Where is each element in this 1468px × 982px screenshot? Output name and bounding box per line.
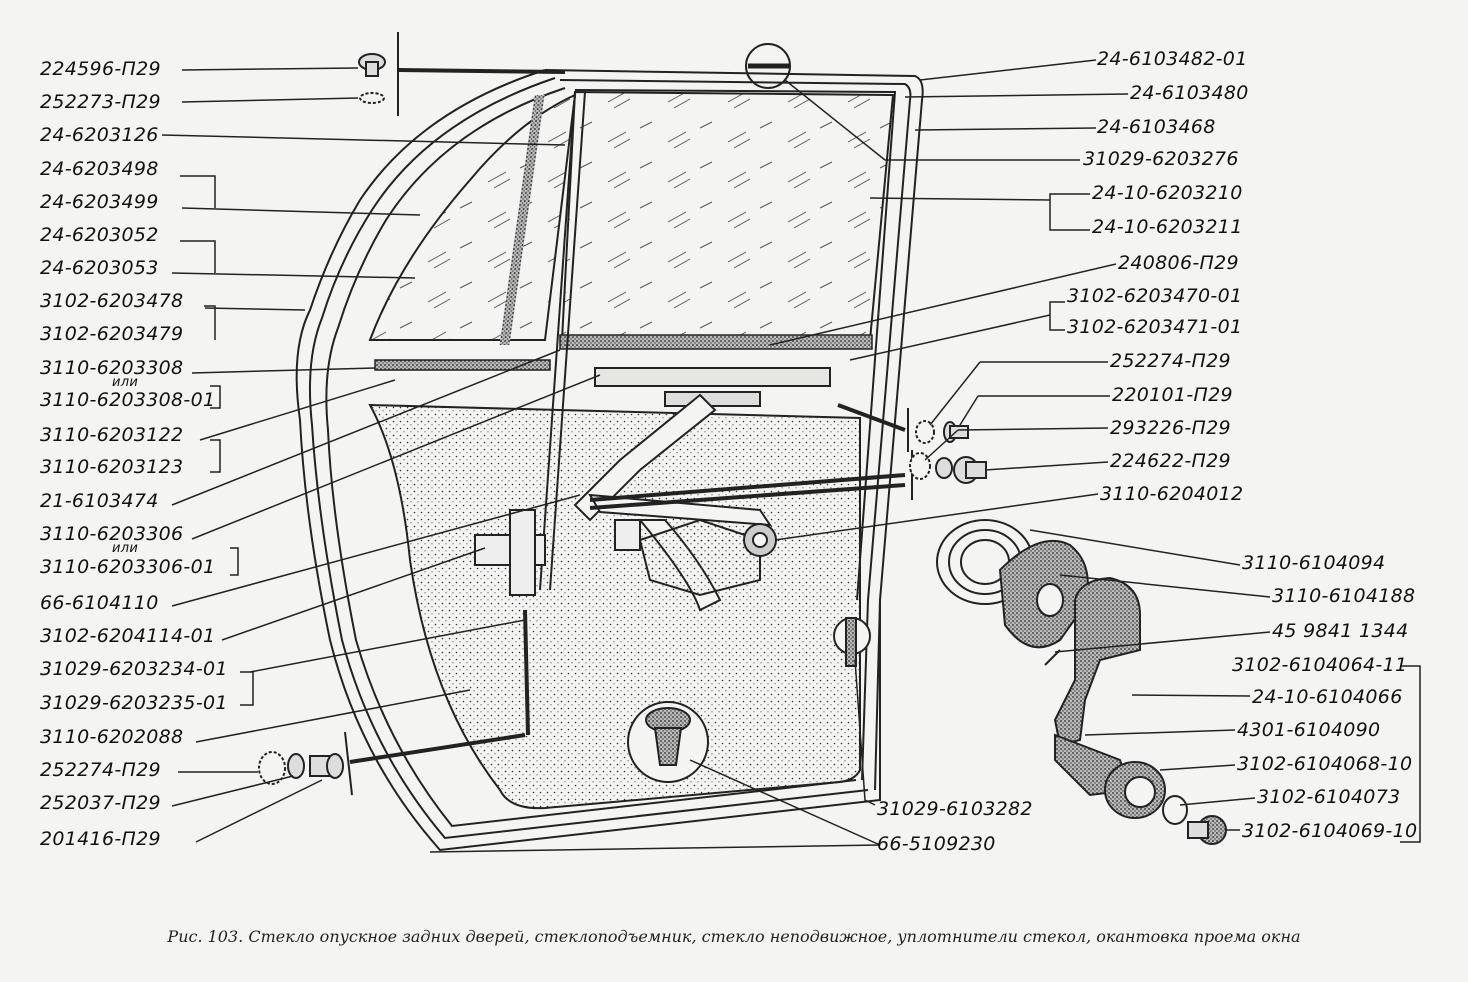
right-screws xyxy=(589,403,987,510)
label-24-6103480: 24-6103480 xyxy=(1130,82,1249,104)
figure-caption: Рис. 103. Стекло опускное задних дверей,… xyxy=(167,927,1301,946)
label-240806-p29: 240806-П29 xyxy=(1118,252,1239,274)
label-201416-p29: 201416-П29 xyxy=(40,828,161,850)
label-3110-6203306-01: 3110-6203306-01 xyxy=(40,556,216,578)
crank-handle-assembly xyxy=(936,519,1227,845)
label-293226-p29: 293226-П29 xyxy=(1110,417,1231,439)
label-3102-6203479: 3102-6203479 xyxy=(40,323,184,345)
label-3110-6203308: 3110-6203308 xyxy=(40,357,184,379)
label-24-6203499: 24-6203499 xyxy=(40,191,159,213)
label-24-10-6104066: 24-10-6104066 xyxy=(1252,686,1403,708)
label-3102-6204114-01: 3102-6204114-01 xyxy=(40,625,216,647)
regulator-bar xyxy=(594,367,831,407)
label-31029-6103282: 31029-6103282 xyxy=(877,798,1033,820)
label-ili-2: или xyxy=(112,541,139,556)
label-31029-6203276: 31029-6203276 xyxy=(1083,148,1239,170)
label-3110-6202088: 3110-6202088 xyxy=(40,726,184,748)
label-31029-6203234-01: 31029-6203234-01 xyxy=(40,658,228,680)
label-45-9841-1344: 45 9841 1344 xyxy=(1272,620,1409,642)
label-ili-1: или xyxy=(112,375,139,390)
movable-glass xyxy=(559,90,895,350)
label-3110-6203123: 3110-6203123 xyxy=(40,456,184,478)
label-24-10-6203210: 24-10-6203210 xyxy=(1092,182,1243,204)
label-3102-6104073: 3102-6104073 xyxy=(1257,786,1401,808)
label-252273-p29: 252273-П29 xyxy=(40,91,161,113)
label-3102-6203471-01: 3102-6203471-01 xyxy=(1067,316,1243,338)
label-252274-p29-right: 252274-П29 xyxy=(1110,350,1231,372)
bottom-bolts xyxy=(258,731,526,796)
label-24-6203126: 24-6203126 xyxy=(40,124,159,146)
lock-knob xyxy=(627,43,871,783)
label-220101-p29: 220101-П29 xyxy=(1112,384,1233,406)
label-24-6103468: 24-6103468 xyxy=(1097,116,1216,138)
label-3102-6104064-11: 3102-6104064-11 xyxy=(1232,654,1408,676)
label-66-6104110: 66-6104110 xyxy=(40,592,159,614)
label-31029-6203235-01: 31029-6203235-01 xyxy=(40,692,228,714)
label-252274-p29-left: 252274-П29 xyxy=(40,759,161,781)
label-21-6103474: 21-6103474 xyxy=(40,490,159,512)
top-screw xyxy=(358,32,566,116)
leader-lines-right xyxy=(429,59,1421,853)
label-252037-p29: 252037-П29 xyxy=(40,792,161,814)
label-3102-6104069-10: 3102-6104069-10 xyxy=(1242,820,1418,842)
label-3110-6203308-01: 3110-6203308-01 xyxy=(40,389,216,411)
label-24-6203052: 24-6203052 xyxy=(40,224,159,246)
label-4301-6104090: 4301-6104090 xyxy=(1237,719,1381,741)
label-3110-6204012: 3110-6204012 xyxy=(1100,483,1244,505)
label-224596-p29: 224596-П29 xyxy=(40,58,161,80)
label-3110-6203122: 3110-6203122 xyxy=(40,424,184,446)
label-24-10-6203211: 24-10-6203211 xyxy=(1092,216,1243,238)
label-24-6203498: 24-6203498 xyxy=(40,158,159,180)
label-3110-6203306: 3110-6203306 xyxy=(40,523,184,545)
label-24-6103482-01: 24-6103482-01 xyxy=(1097,48,1248,70)
label-3102-6104068-10: 3102-6104068-10 xyxy=(1237,753,1413,775)
fixed-glass xyxy=(368,93,577,371)
label-224622-p29: 224622-П29 xyxy=(1110,450,1231,472)
label-3102-6203478: 3102-6203478 xyxy=(40,290,184,312)
label-24-6203053: 24-6203053 xyxy=(40,257,159,279)
window-regulator xyxy=(474,393,777,736)
leader-lines-left xyxy=(161,67,601,843)
label-3110-6104188: 3110-6104188 xyxy=(1272,585,1416,607)
label-66-5109230: 66-5109230 xyxy=(877,833,996,855)
label-3102-6203470-01: 3102-6203470-01 xyxy=(1067,285,1243,307)
label-3110-6104094: 3110-6104094 xyxy=(1242,552,1386,574)
door-contour xyxy=(295,69,924,852)
